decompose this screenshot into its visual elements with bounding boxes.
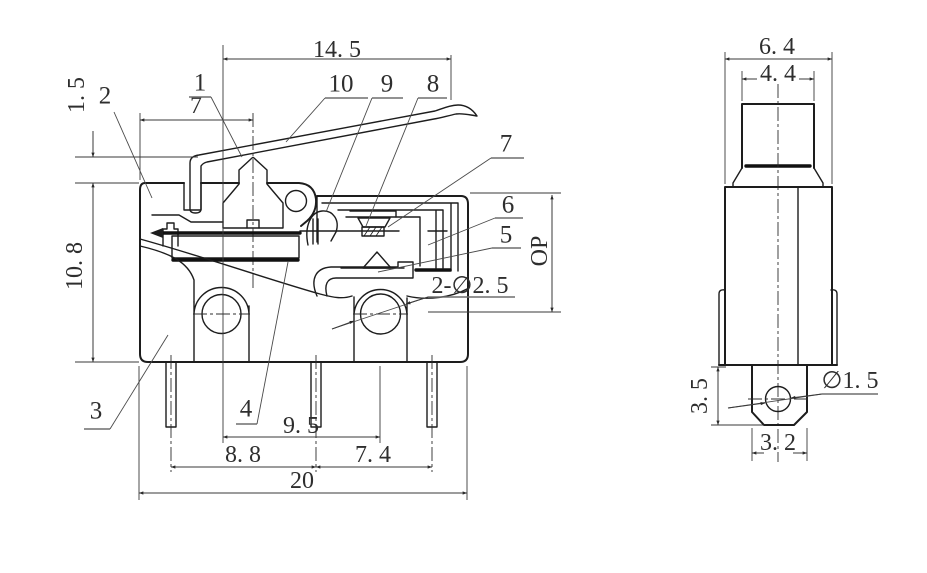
side-tab-right — [830, 289, 838, 366]
plunger-notch — [246, 219, 260, 229]
ext-lines-4-4 — [741, 71, 815, 101]
dim-2-d2-5: 2-∅2. 5 — [432, 273, 509, 299]
label-10-leader — [285, 97, 326, 143]
dim-3-2: 3. 2 — [760, 430, 796, 456]
contact-bracket — [349, 210, 397, 218]
ext-lines-6-4 — [724, 52, 833, 184]
plunger — [222, 113, 284, 289]
ext-lines-3-2 — [751, 428, 808, 461]
pin-right — [426, 361, 438, 428]
label-4-leader — [256, 261, 289, 425]
label-1-leader — [210, 96, 243, 158]
lever-arm — [189, 104, 478, 214]
body-underside-curve-left — [139, 238, 353, 299]
label-2-leader — [113, 111, 153, 199]
anchor-post — [162, 222, 179, 247]
lever-hook-slot — [183, 182, 202, 211]
left-pocket-edge — [151, 214, 224, 223]
side-tab-left — [718, 289, 726, 366]
part-label-8: 8 — [427, 71, 440, 98]
part-labels: 1 2 3 4 5 6 7 8 9 — [84, 70, 524, 430]
dim-7-4: 7. 4 — [355, 442, 391, 468]
curved-spring — [306, 210, 338, 246]
bent-terminal-strip — [313, 261, 414, 297]
part-label-7: 7 — [500, 131, 513, 158]
part-label-2: 2 — [99, 83, 112, 110]
dim-14-5: 14. 5 — [313, 37, 361, 63]
spring-anchor-block — [171, 235, 300, 259]
dim-20: 20 — [290, 468, 314, 494]
dim-9-5: 9. 5 — [283, 413, 319, 439]
side-plunger-flares — [732, 167, 824, 188]
dim-7: 7 — [190, 93, 202, 119]
part-label-4: 4 — [240, 396, 253, 423]
dim-3-5: 3. 5 — [687, 378, 713, 414]
dim-6-4: 6. 4 — [759, 34, 795, 60]
dim-1-5: 1. 5 — [64, 77, 90, 113]
lower-contact-bump — [362, 251, 392, 269]
part-label-5: 5 — [500, 222, 513, 249]
terminal-pins — [165, 355, 438, 472]
hole-dia-arrow-right — [790, 393, 823, 400]
contact-mechanism — [139, 195, 468, 303]
dim-op: OP — [527, 236, 553, 267]
pivot-hole — [284, 189, 308, 213]
right-boss — [353, 288, 408, 363]
dim-8-8: 8. 8 — [225, 442, 261, 468]
part-label-3: 3 — [90, 398, 103, 425]
front-dimensions: 14. 5 7 1. 5 10. 8 OP 2-∅2. 5 9. 5 — [62, 37, 561, 500]
hole-dia-arrow-left — [727, 401, 766, 409]
pin-left — [165, 361, 177, 428]
contact-holder — [357, 217, 391, 228]
contact-blade-tip — [150, 228, 163, 238]
side-terminal — [751, 365, 808, 426]
part-label-1: 1 — [194, 70, 207, 97]
hole-callout-arrow-right — [405, 296, 429, 305]
side-dimensions: 6. 4 4. 4 3. 5 ∅1. 5 3. 2 — [687, 34, 878, 461]
dim-d1-5: ∅1. 5 — [822, 368, 879, 394]
plunger-outline — [222, 156, 284, 229]
label-5-leader — [377, 247, 493, 273]
contact-hatching — [363, 226, 383, 237]
housing-wall-middle — [337, 209, 444, 269]
label-8-leader — [365, 97, 419, 227]
label-9-leader — [325, 97, 373, 213]
left-boss — [193, 286, 250, 363]
body-underside-curve-2 — [139, 245, 195, 303]
side-body-outline — [718, 186, 838, 366]
side-view: 6. 4 4. 4 3. 5 ∅1. 5 3. 2 — [687, 34, 878, 462]
body-main-outline — [139, 182, 469, 363]
label-3-leader — [109, 334, 169, 430]
mounting-holes — [193, 286, 408, 363]
housing-wall-inner — [345, 216, 421, 267]
dim-4-4: 4. 4 — [760, 61, 796, 87]
switch-body-outline — [139, 182, 469, 363]
label-6-leader — [427, 217, 496, 246]
dim-10-8: 10. 8 — [62, 242, 88, 290]
spring-clip-legs — [312, 218, 319, 245]
front-view: 14. 5 7 1. 5 10. 8 OP 2-∅2. 5 9. 5 — [62, 37, 561, 500]
part-label-10: 10 — [329, 71, 354, 98]
pivot-lug-outline — [266, 182, 318, 227]
label-7-leader — [387, 157, 492, 228]
part-label-6: 6 — [502, 192, 515, 219]
part-label-9: 9 — [381, 71, 394, 98]
housing-wall-outer — [321, 202, 459, 272]
side-body — [718, 84, 838, 462]
hole-callout-arrow-left — [331, 320, 355, 330]
movable-contact — [361, 226, 385, 237]
